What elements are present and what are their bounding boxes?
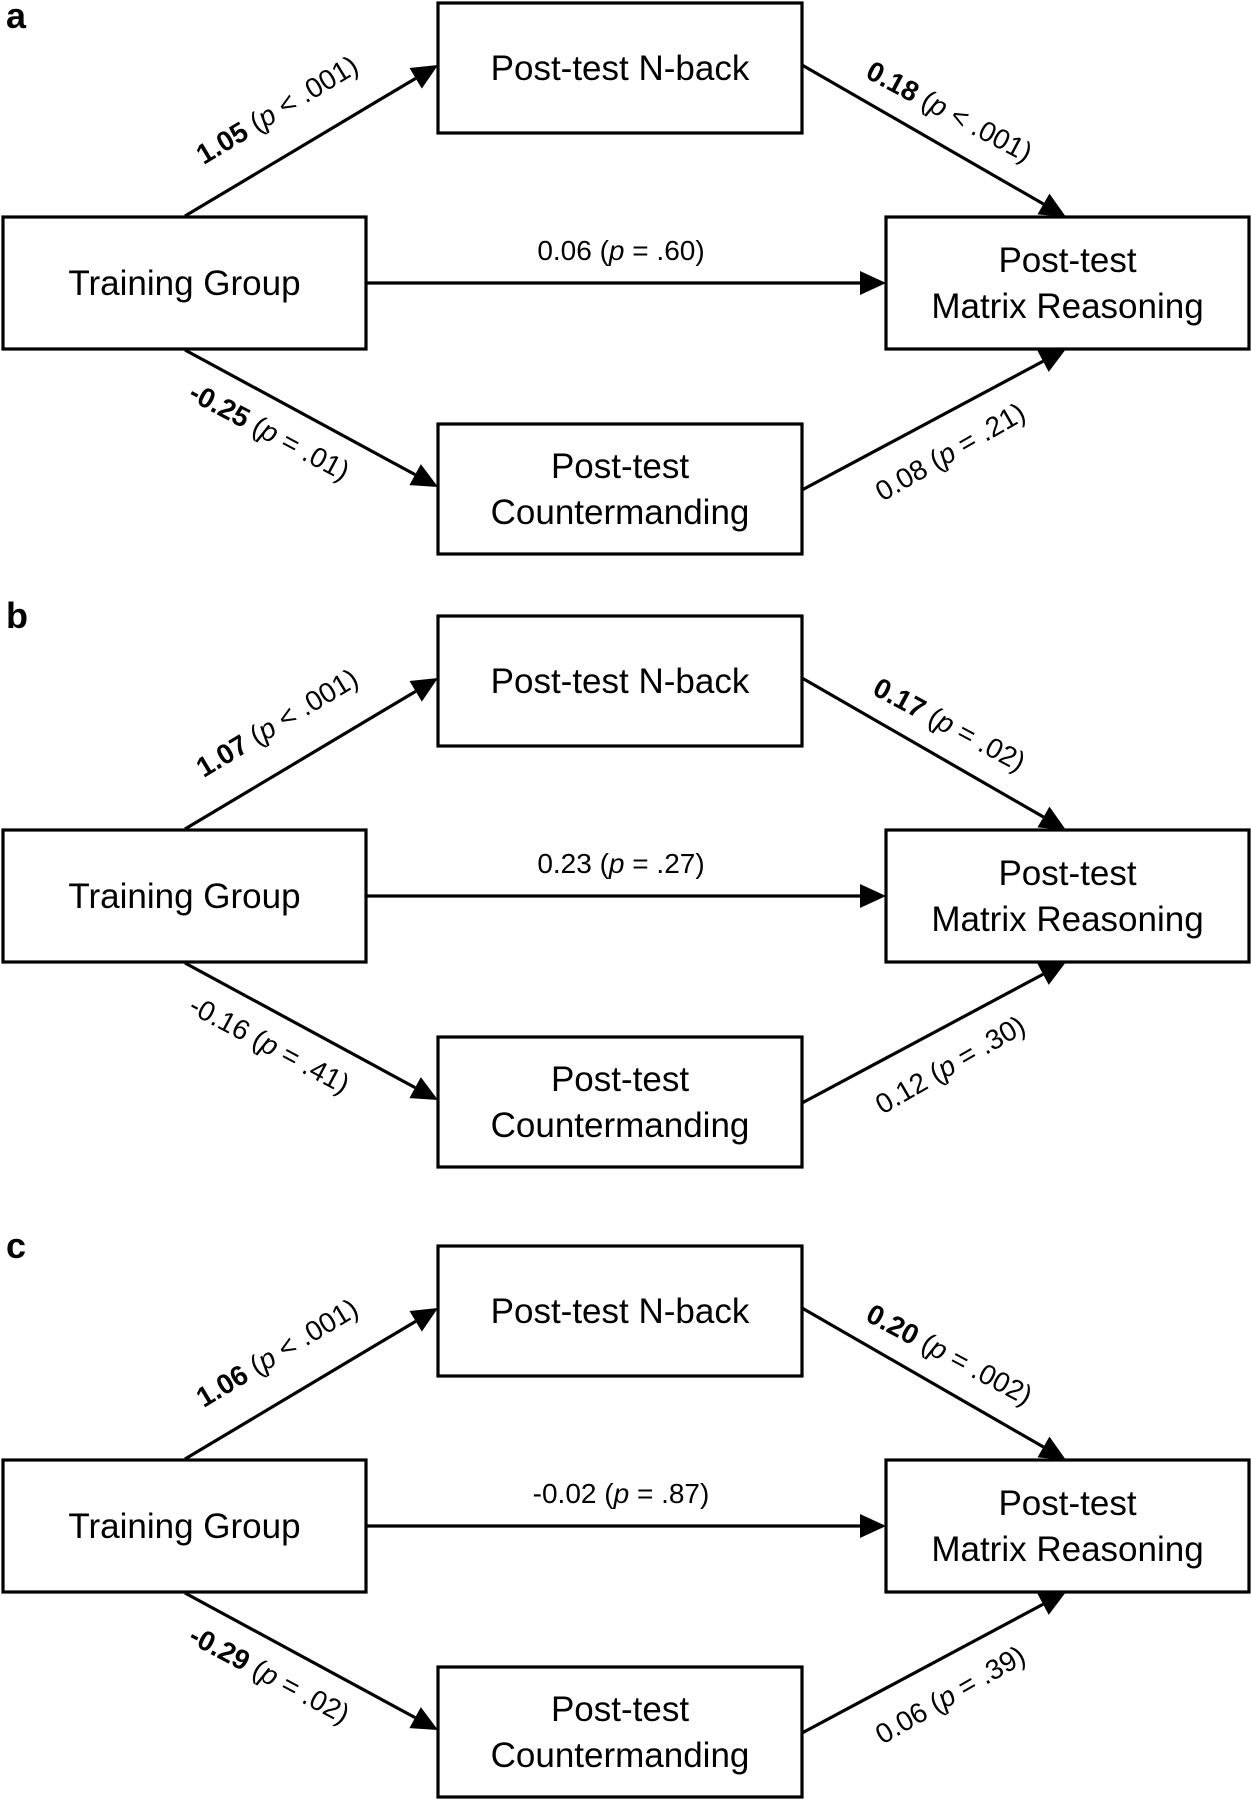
- matrix-reasoning-box-label: Matrix Reasoning: [931, 900, 1203, 939]
- nback-box: Post-test N-back: [436, 1, 804, 135]
- arrow-group-nback-arrowhead: [409, 678, 438, 702]
- arrow-counter-matrix-line: [801, 1602, 1044, 1735]
- arrow-counter-matrix-arrowhead: [1037, 349, 1066, 372]
- countermanding-box-label: Countermanding: [491, 493, 750, 532]
- arrow-nback-matrix-line: [801, 1306, 1045, 1449]
- training-group-box-label: Training Group: [68, 877, 300, 916]
- label-group-counter: -0.16 (p = .41): [184, 989, 355, 1099]
- arrow-nback-matrix-arrowhead: [1037, 806, 1066, 830]
- matrix-reasoning-box-label: Matrix Reasoning: [931, 287, 1203, 326]
- label-group-matrix-coefficient: -0.02: [533, 1478, 597, 1509]
- nback-box: Post-test N-back: [436, 614, 804, 748]
- label-group-matrix-coefficient: 0.23: [537, 848, 592, 879]
- panel-letter: a: [6, 0, 27, 36]
- matrix-reasoning-box-label: Matrix Reasoning: [931, 1530, 1203, 1569]
- label-group-matrix: 0.06 (p = .60): [537, 235, 704, 266]
- label-nback-matrix-p-value: = .002): [938, 1339, 1037, 1411]
- label-group-nback-p-value: < .001): [265, 1292, 363, 1368]
- arrow-nback-matrix-line: [801, 63, 1045, 206]
- label-group-counter: -0.25 (p = .01): [184, 376, 355, 486]
- label-counter-matrix: 0.12 (p = .30): [870, 1010, 1030, 1121]
- label-group-matrix: -0.02 (p = .87): [533, 1478, 710, 1509]
- matrix-reasoning-box-label: Post-test: [998, 241, 1136, 280]
- label-group-matrix-p-symbol: p: [613, 1478, 630, 1509]
- arrow-group-matrix-arrowhead: [860, 884, 886, 908]
- nback-box-label: Post-test N-back: [491, 662, 750, 701]
- arrow-group-matrix-arrowhead: [860, 1514, 886, 1538]
- label-group-matrix-p-value: = .87): [629, 1478, 709, 1509]
- arrow-group-counter-arrowhead: [409, 464, 438, 487]
- label-group-matrix-p-value: = .60): [625, 235, 705, 266]
- label-group-matrix-p-symbol: p: [608, 848, 625, 879]
- countermanding-box-label: Post-test: [551, 1690, 689, 1729]
- label-nback-matrix-p-value: < .001): [938, 96, 1037, 168]
- label-group-matrix-coefficient: 0.06: [537, 235, 592, 266]
- arrow-group-nback-line: [184, 1319, 417, 1461]
- training-group-box: Training Group: [1, 828, 368, 964]
- label-group-matrix-p-value: = .27): [625, 848, 705, 879]
- arrow-group-counter-line: [184, 348, 416, 477]
- nback-box-label: Post-test N-back: [491, 1292, 750, 1331]
- countermanding-box-label: Post-test: [551, 447, 689, 486]
- arrow-group-counter-arrowhead: [409, 1077, 438, 1100]
- label-counter-matrix: 0.06 (p = .39): [870, 1640, 1030, 1751]
- countermanding-box-label: Post-test: [551, 1060, 689, 1099]
- nback-box: Post-test N-back: [436, 1244, 804, 1378]
- arrow-nback-matrix-arrowhead: [1037, 193, 1066, 217]
- arrow-group-nback-arrowhead: [409, 1308, 438, 1332]
- countermanding-box-label: Countermanding: [491, 1106, 750, 1145]
- matrix-reasoning-box-label: Post-test: [998, 1484, 1136, 1523]
- label-group-counter-p-value: = .02): [269, 1665, 354, 1730]
- label-counter-matrix: 0.08 (p = .21): [870, 397, 1030, 508]
- countermanding-box-label: Countermanding: [491, 1736, 750, 1775]
- panel-letter: c: [6, 1225, 26, 1266]
- arrow-group-nback-arrowhead: [409, 65, 438, 89]
- label-group-counter: -0.29 (p = .02): [184, 1619, 355, 1729]
- arrow-nback-matrix-line: [801, 676, 1045, 819]
- label-group-nback-p-value: < .001): [265, 49, 363, 125]
- nback-box-label: Post-test N-back: [491, 49, 750, 88]
- arrow-counter-matrix-arrowhead: [1037, 1592, 1066, 1615]
- panel-letter: b: [6, 595, 28, 636]
- label-group-nback-p-value: < .001): [265, 662, 363, 738]
- label-group-matrix: 0.23 (p = .27): [537, 848, 704, 879]
- arrow-group-nback-line: [184, 76, 417, 218]
- label-group-nback: 1.07 (p < .001): [191, 662, 364, 783]
- label-group-matrix-p-symbol: p: [608, 235, 625, 266]
- arrow-counter-matrix-line: [801, 972, 1044, 1105]
- arrow-group-nback-line: [184, 689, 417, 831]
- label-group-nback: 1.05 (p < .001): [191, 49, 364, 170]
- training-group-box-label: Training Group: [68, 1507, 300, 1546]
- arrow-group-counter-line: [184, 1591, 416, 1720]
- label-group-nback: 1.06 (p < .001): [191, 1292, 364, 1413]
- training-group-box: Training Group: [1, 1458, 368, 1594]
- training-group-box: Training Group: [1, 215, 368, 351]
- arrow-group-counter-arrowhead: [409, 1707, 438, 1730]
- matrix-reasoning-box-label: Post-test: [998, 854, 1136, 893]
- training-group-box-label: Training Group: [68, 264, 300, 303]
- arrow-group-matrix-arrowhead: [860, 271, 886, 295]
- arrow-nback-matrix-arrowhead: [1037, 1436, 1066, 1460]
- label-group-counter-p-value: = .41): [269, 1035, 354, 1100]
- arrow-counter-matrix-line: [801, 359, 1044, 492]
- label-group-counter-p-value: = .01): [269, 422, 354, 487]
- arrow-counter-matrix-arrowhead: [1037, 962, 1066, 985]
- arrow-group-counter-line: [184, 961, 416, 1090]
